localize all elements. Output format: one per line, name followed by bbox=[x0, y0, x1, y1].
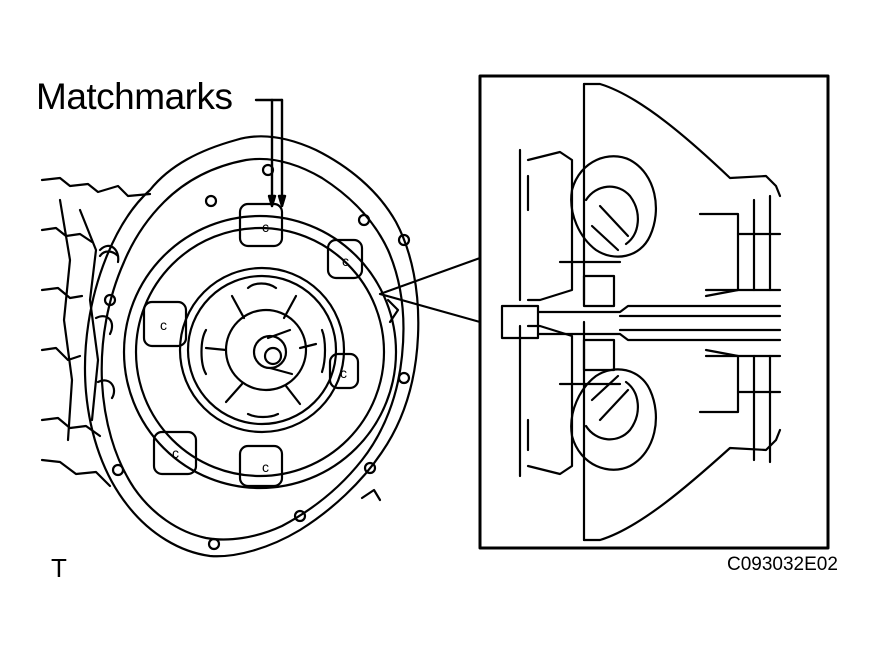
bolt-mark: c bbox=[172, 445, 179, 461]
bolt-mark: c bbox=[342, 253, 349, 269]
bolt-mark: c bbox=[340, 365, 347, 381]
torque-converter bbox=[122, 214, 398, 490]
bell-housing bbox=[83, 135, 420, 558]
bolt-mark: c bbox=[262, 459, 269, 475]
callout-pointer bbox=[378, 256, 482, 324]
view-marker: T bbox=[51, 553, 67, 583]
bolt-bosses bbox=[142, 202, 364, 488]
bolt-mark-glyphs: c c c c c c bbox=[160, 219, 349, 475]
cross-section-inset bbox=[478, 74, 830, 550]
matchmark-leader-lines bbox=[254, 98, 287, 208]
transmission-body bbox=[40, 176, 152, 488]
bolt-mark: c bbox=[160, 317, 167, 333]
matchmarks-label: Matchmarks bbox=[36, 76, 233, 117]
bolt-mark: c bbox=[262, 219, 269, 235]
figure-code: C093032E02 bbox=[727, 554, 838, 575]
